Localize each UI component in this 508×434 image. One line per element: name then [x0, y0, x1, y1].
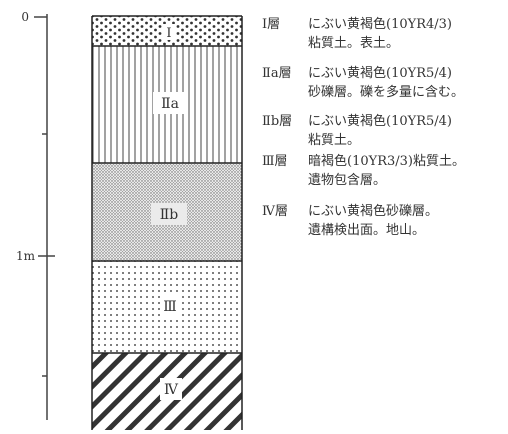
desc-name: Ⅲ層 [262, 154, 288, 169]
scale-label-0: 0 [21, 10, 29, 24]
description-layer-III: Ⅲ層 暗褐色(10YR3/3)粘質土。 遺物包含層。 [262, 152, 465, 190]
desc-line2: 砂礫層。礫を多量に含む。 [308, 85, 465, 100]
desc-line1: にぶい黄褐色(10YR5/4) [308, 114, 452, 129]
desc-line1: にぶい黄褐色砂礫層。 [308, 204, 439, 219]
layer-label-III: Ⅲ [163, 299, 177, 315]
desc-line2: 粘質土。 [308, 133, 361, 148]
desc-line2: 遺物包含層。 [308, 173, 387, 188]
desc-name: Ⅰ層 [262, 17, 281, 32]
layer-label-IIb: Ⅱb [160, 207, 179, 223]
desc-name: Ⅳ層 [262, 204, 288, 219]
description-layer-IIa: Ⅱa層 にぶい黄褐色(10YR5/4) 砂礫層。礫を多量に含む。 [262, 64, 464, 102]
desc-line2: 遺構検出面。地山。 [308, 223, 426, 238]
layer-boundaries [91, 15, 243, 430]
desc-name: Ⅱa層 [262, 66, 292, 81]
desc-line1: にぶい黄褐色(10YR5/4) [308, 66, 452, 81]
description-layer-IIb: Ⅱb層にぶい黄褐色(10YR5/4) 粘質土。 [262, 112, 452, 150]
desc-line1: 暗褐色(10YR3/3)粘質土。 [308, 154, 465, 169]
desc-name: Ⅱb層 [262, 114, 293, 129]
layer-label-I: Ⅰ [166, 26, 171, 41]
desc-line2: 粘質土。表土。 [308, 36, 400, 51]
layer-label-IV: Ⅳ [164, 382, 179, 398]
description-layer-I: Ⅰ層 にぶい黄褐色(10YR4/3) 粘質土。表土。 [262, 15, 452, 53]
scale-label-1m: 1m [16, 249, 36, 263]
description-layer-IV: Ⅳ層 にぶい黄褐色砂礫層。 遺構検出面。地山。 [262, 202, 438, 240]
desc-line1: にぶい黄褐色(10YR4/3) [308, 17, 452, 32]
layer-label-IIa: Ⅱa [161, 96, 179, 112]
